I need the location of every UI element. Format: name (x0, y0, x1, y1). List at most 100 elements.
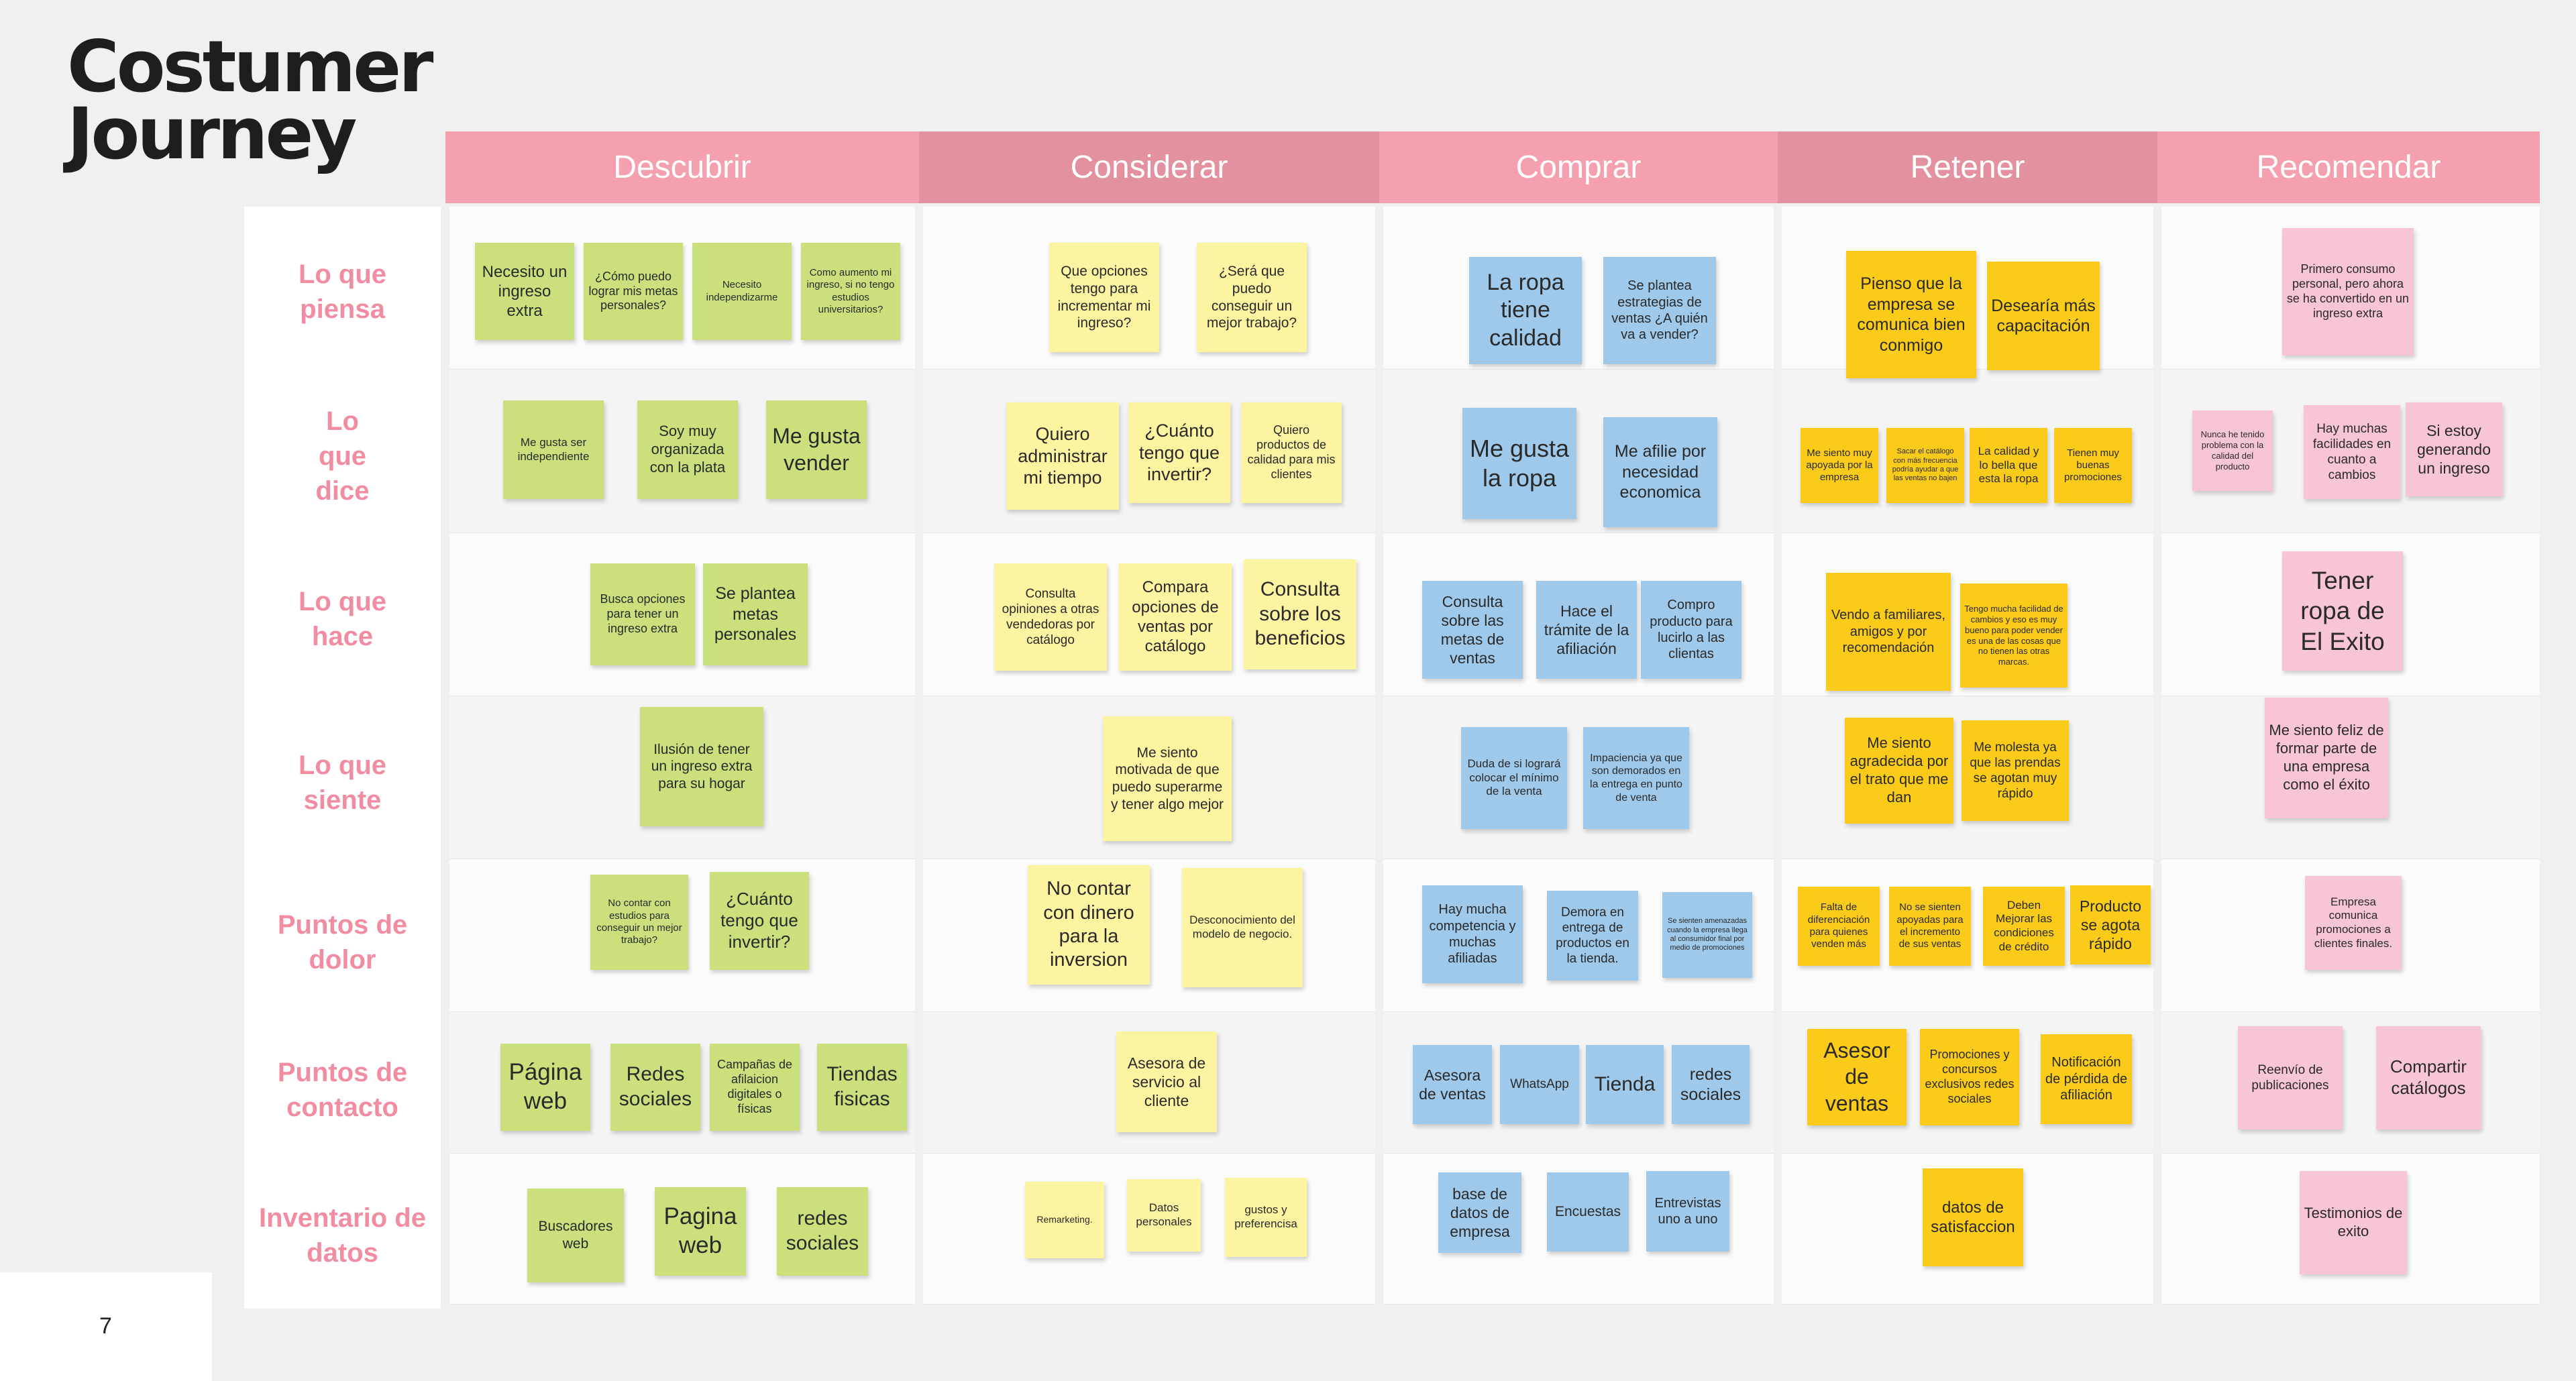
sticky-note: redes sociales (1672, 1045, 1750, 1124)
sticky-note: Busca opciones para tener un ingreso ext… (590, 563, 695, 665)
sticky-note: Entrevistas uno a uno (1646, 1171, 1729, 1252)
sticky-note: Me siento motivada de que puedo superarm… (1103, 716, 1232, 841)
sticky-note: No contar con estudios para conseguir un… (590, 875, 688, 970)
stage-header-considerar: Considerar (919, 131, 1379, 203)
sticky-note: Me siento feliz de formar parte de una e… (2265, 698, 2388, 818)
sticky-note: No contar con dinero para la inversion (1028, 865, 1150, 985)
sticky-note: Demora en entrega de productos en la tie… (1547, 891, 1638, 981)
sticky-note: Me gusta vender (766, 400, 867, 499)
sticky-note: Asesora de servicio al cliente (1116, 1032, 1217, 1132)
sticky-note: Tienda (1586, 1045, 1664, 1124)
sticky-note: Compara opciones de ventas por catálogo (1119, 563, 1232, 671)
sticky-note: Tienen muy buenas promociones (2054, 428, 2132, 503)
row-label-lo-que-siente: Lo que siente (298, 751, 387, 815)
stage-header-comprar: Comprar (1379, 131, 1778, 203)
sticky-note: Primero consumo personal, pero ahora se … (2282, 228, 2414, 355)
sticky-note: WhatsApp (1500, 1045, 1579, 1124)
sticky-note: Campañas de afilaicion digitales o físic… (710, 1044, 800, 1131)
sticky-note: Desconocimiento del modelo de negocio. (1182, 868, 1303, 987)
sticky-note: Tengo mucha facilidad de cambios y eso e… (1960, 584, 2068, 687)
sticky-note: Se plantea estrategias de ventas ¿A quié… (1603, 257, 1716, 364)
sticky-note: Necesito independizarme (692, 243, 792, 340)
sticky-note: La calidad y lo bella que esta la ropa (1970, 428, 2047, 503)
sticky-note: No se sienten apoyadas para el increment… (1889, 887, 1971, 966)
stage-header-recomendar: Recomendar (2157, 131, 2540, 203)
sticky-note: Encuestas (1547, 1172, 1629, 1252)
sticky-note: Se plantea metas personales (703, 563, 808, 665)
row-label-lo-que-piensa: Lo que piensa (298, 260, 387, 324)
sticky-note: Nunca he tenido problema con la calidad … (2192, 410, 2273, 491)
sticky-note: Hay mucha competencia y muchas afiliadas (1422, 885, 1523, 983)
sticky-note: Empresa comunica promociones a clientes … (2305, 876, 2402, 970)
sticky-note: Necesito un ingreso extra (475, 243, 574, 340)
sticky-note: Pagina web (655, 1187, 746, 1276)
sticky-note: Compro producto para lucirlo a las clien… (1641, 581, 1741, 679)
title-line-2: Journey (67, 93, 357, 175)
page-title: Costumer Journey (67, 25, 433, 175)
sticky-note: Me siento agradecida por el trato que me… (1845, 718, 1953, 824)
row-label-column (244, 207, 441, 1309)
sticky-note: Buscadores web (527, 1189, 624, 1282)
sticky-note: datos de satisfaccion (1923, 1168, 2023, 1266)
sticky-note: Consulta sobre las metas de ventas (1422, 581, 1523, 679)
sticky-note: Página web (500, 1044, 590, 1131)
grid-column-comprar (1383, 207, 1774, 1305)
grid-cell (2161, 1012, 2540, 1154)
title-line-1: Costumer (67, 25, 433, 108)
page-number-box (0, 1272, 212, 1381)
sticky-note: Falta de diferenciación para quienes ven… (1798, 887, 1880, 966)
sticky-note: Consulta opiniones a otras vendedoras po… (994, 563, 1107, 671)
sticky-note: Tiendas fisicas (817, 1044, 907, 1131)
sticky-note: base de datos de empresa (1438, 1172, 1521, 1253)
sticky-note: Hay muchas facilidades en cuanto a cambi… (2304, 405, 2400, 499)
stage-header-retener: Retener (1778, 131, 2157, 203)
sticky-note: Datos personales (1127, 1179, 1201, 1252)
sticky-note: Reenvío de publicaciones (2238, 1026, 2343, 1129)
sticky-note: Soy muy organizada con la plata (637, 400, 738, 499)
sticky-note: Como aumento mi ingreso, si no tengo est… (801, 243, 900, 340)
sticky-note: Me siento muy apoyada por la empresa (1801, 428, 1878, 503)
row-label-puntos-de-contacto: Puntos de contacto (277, 1058, 408, 1122)
sticky-note: Duda de si logrará colocar el mínimo de … (1461, 727, 1567, 829)
sticky-note: Hace el trámite de la afiliación (1536, 581, 1637, 679)
sticky-note: La ropa tiene calidad (1469, 257, 1582, 364)
sticky-note: Me molesta ya que las prendas se agotan … (1962, 720, 2069, 821)
row-label-lo-que-dice: Lo que dice (315, 406, 370, 506)
sticky-note: ¿Cuánto tengo que invertir? (1128, 402, 1230, 503)
sticky-note: Quiero administrar mi tiempo (1006, 402, 1119, 510)
sticky-note: Si estoy generando un ingreso (2406, 402, 2502, 496)
row-label-inventario-de-datos: Inventario de datos (259, 1203, 426, 1268)
sticky-note: ¿Cuánto tengo que invertir? (710, 872, 809, 970)
sticky-note: Sacar el catálogo con más frecuencia pod… (1886, 428, 1964, 503)
row-label-puntos-de-dolor: Puntos de dolor (277, 910, 408, 975)
grid-cell (1383, 696, 1774, 859)
sticky-note: Promociones y concursos exclusivos redes… (1920, 1029, 2019, 1125)
sticky-note: Impaciencia ya que son demorados en la e… (1583, 727, 1689, 829)
sticky-note: Consulta sobre los beneficios (1244, 559, 1356, 669)
row-label-lo-que-hace: Lo que hace (298, 587, 387, 651)
sticky-note: ¿Cómo puedo lograr mis metas personales? (584, 243, 683, 340)
sticky-note: Compartir catálogos (2376, 1026, 2481, 1129)
sticky-note: Me gusta la ropa (1462, 408, 1576, 519)
sticky-note: Que opciones tengo para incrementar mi i… (1049, 243, 1159, 352)
sticky-note: Me gusta ser independiente (503, 400, 604, 499)
sticky-note: Se sienten amenazadas cuando la empresa … (1662, 892, 1752, 978)
sticky-note: Asesor de ventas (1807, 1029, 1907, 1125)
sticky-note: Asesora de ventas (1413, 1045, 1492, 1124)
sticky-note: Deben Mejorar las condiciones de crédito (1983, 887, 2065, 966)
sticky-note: Vendo a familiares, amigos y por recomen… (1826, 573, 1951, 691)
sticky-note: Me afilie por necesidad economica (1603, 417, 1717, 527)
sticky-note: Pienso que la empresa se comunica bien c… (1846, 251, 1976, 378)
sticky-note: Quiero productos de calidad para mis cli… (1241, 402, 1342, 503)
sticky-note: Redes sociales (610, 1044, 700, 1131)
sticky-note: ¿Será que puedo conseguir un mejor traba… (1197, 243, 1307, 352)
sticky-note: Notificación de pérdida de afiliación (2041, 1034, 2132, 1124)
sticky-note: Remarketing. (1025, 1182, 1104, 1258)
sticky-note: gustos y preferencisa (1225, 1178, 1307, 1257)
sticky-note: Ilusión de tener un ingreso extra para s… (640, 707, 763, 826)
sticky-note: Tener ropa de El Exito (2282, 551, 2403, 671)
page-number: 7 (99, 1313, 112, 1339)
sticky-note: Producto se agota rápido (2070, 885, 2151, 964)
sticky-note: redes sociales (777, 1187, 868, 1276)
stage-header-descubrir: Descubrir (445, 131, 919, 203)
